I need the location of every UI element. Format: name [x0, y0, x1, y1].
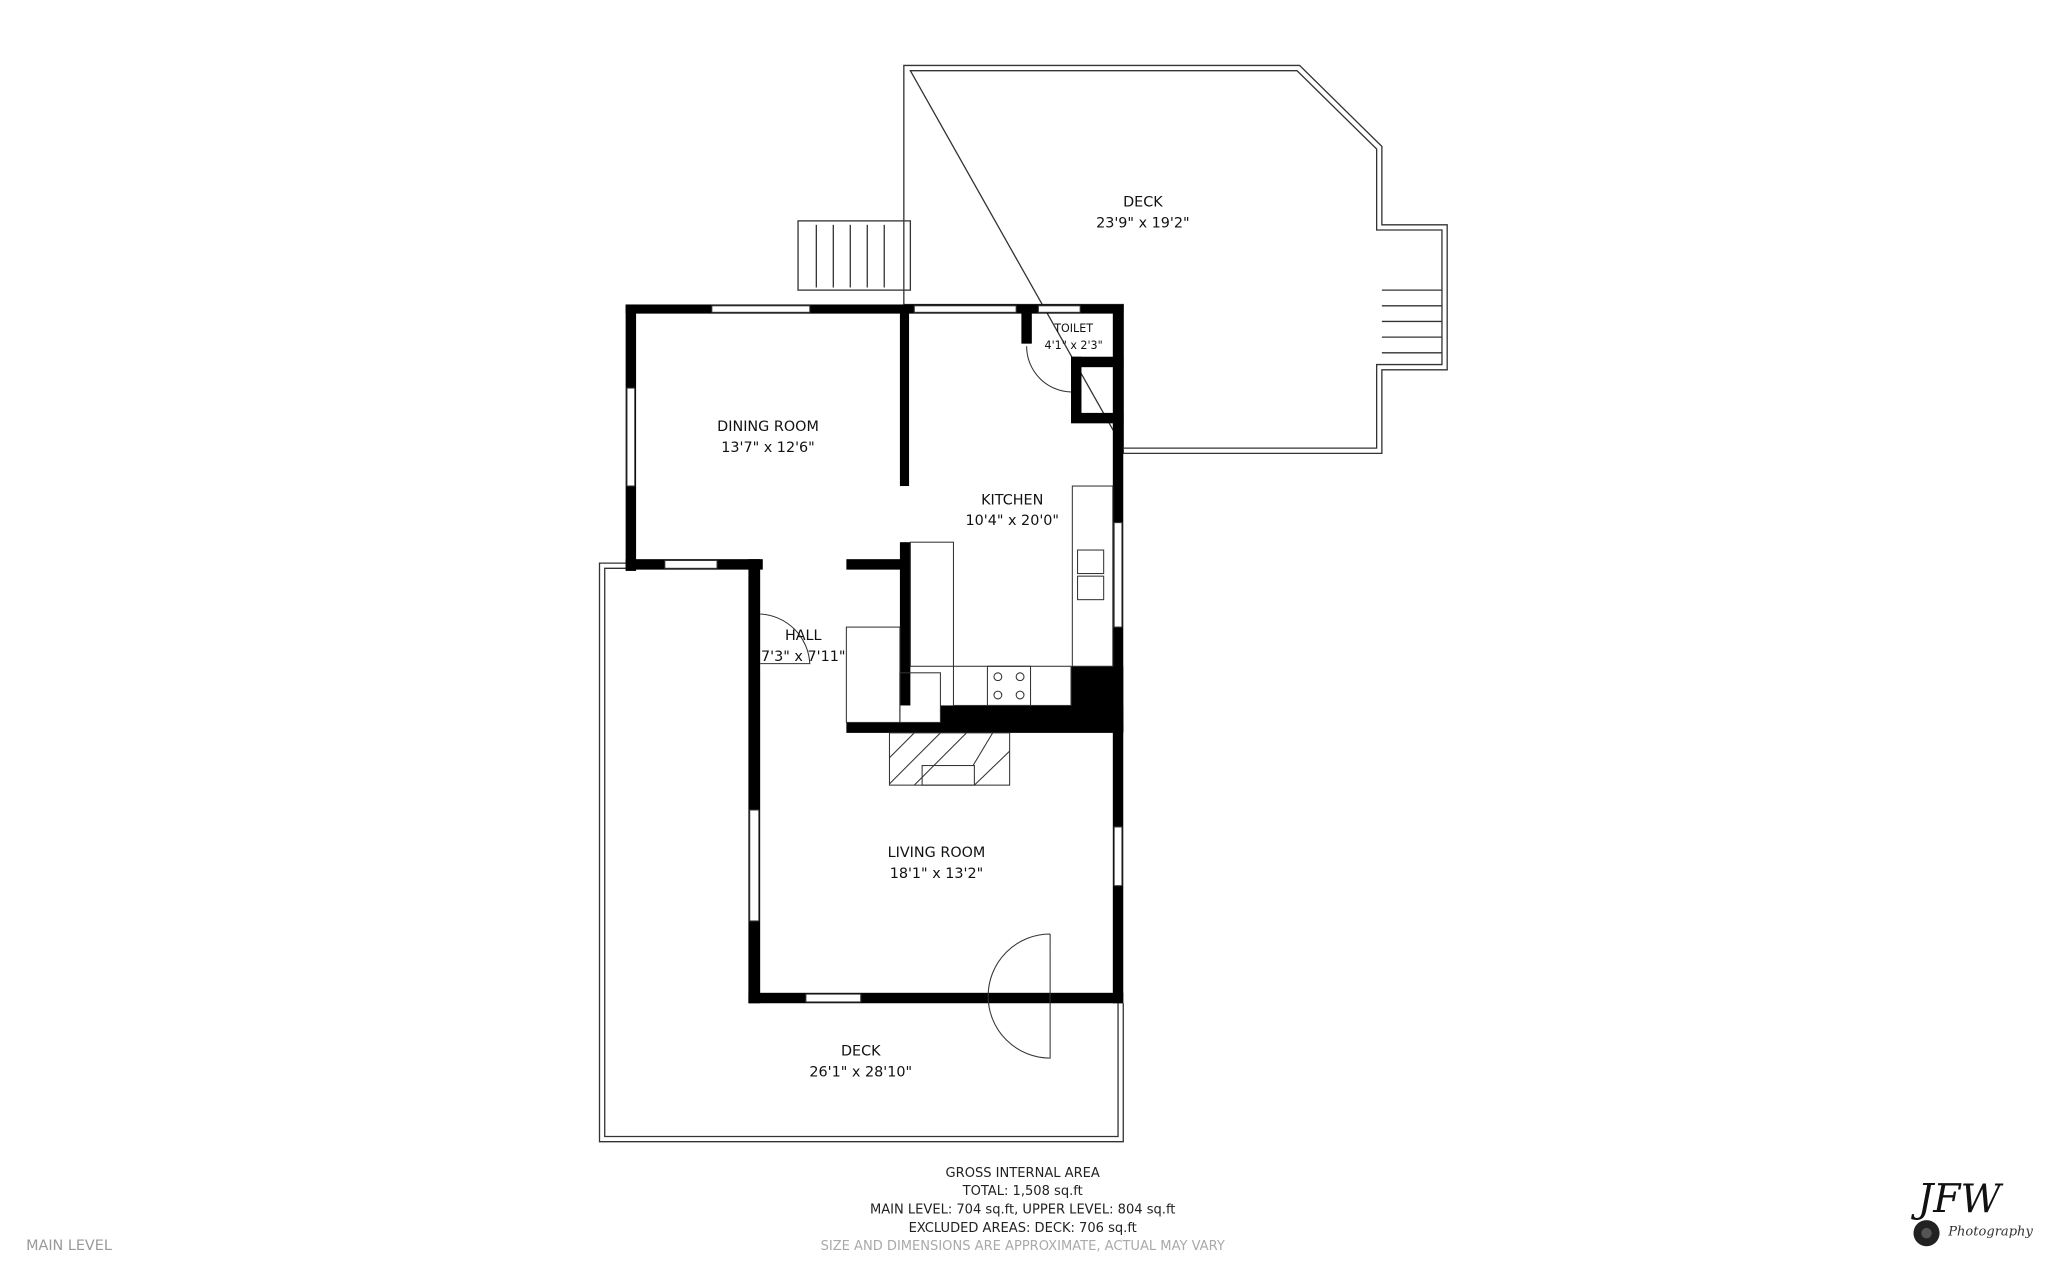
room-labels: DECK 23'9" x 19'2" DINING ROOM 13'7" x 1… — [717, 195, 1189, 1081]
fixtures — [760, 346, 1114, 1059]
room-dims: 18'1" x 13'2" — [890, 866, 984, 882]
room-dims: 13'7" x 12'6" — [721, 440, 815, 456]
room-dims: 23'9" x 19'2" — [1096, 215, 1190, 231]
room-name: DINING ROOM — [717, 419, 819, 435]
summary-levels: MAIN LEVEL: 704 sq.ft, UPPER LEVEL: 804 … — [870, 1203, 1175, 1218]
room-name: TOILET — [1053, 322, 1093, 335]
walls — [625, 304, 1124, 1004]
room-name: LIVING ROOM — [888, 845, 986, 861]
summary-total: TOTAL: 1,508 sq.ft — [962, 1184, 1083, 1199]
level-label: MAIN LEVEL — [26, 1238, 112, 1254]
room-dims: 7'3" x 7'11" — [761, 649, 845, 665]
lower-deck — [598, 562, 1124, 1143]
jfw-logo: JFW Photography — [1911, 1177, 2033, 1247]
room-name: KITCHEN — [981, 492, 1043, 508]
room-name: HALL — [785, 628, 822, 644]
room-dims: 10'4" x 20'0" — [965, 513, 1059, 529]
stairs-left — [815, 224, 885, 288]
room-dims: 4'1" x 2'3" — [1045, 339, 1103, 352]
area-summary: GROSS INTERNAL AREA TOTAL: 1,508 sq.ft M… — [821, 1166, 1225, 1254]
svg-text:Photography: Photography — [1947, 1225, 2033, 1240]
windows — [626, 305, 1123, 1003]
svg-text:JFW: JFW — [1911, 1177, 2004, 1222]
room-name: DECK — [841, 1044, 881, 1060]
summary-heading: GROSS INTERNAL AREA — [946, 1166, 1100, 1181]
room-dims: 26'1" x 28'10" — [809, 1064, 912, 1080]
disclaimer: SIZE AND DIMENSIONS ARE APPROXIMATE, ACT… — [821, 1239, 1225, 1254]
summary-excluded: EXCLUDED AREAS: DECK: 706 sq.ft — [909, 1221, 1137, 1236]
stairs-right — [1381, 289, 1442, 354]
room-name: DECK — [1123, 195, 1163, 211]
